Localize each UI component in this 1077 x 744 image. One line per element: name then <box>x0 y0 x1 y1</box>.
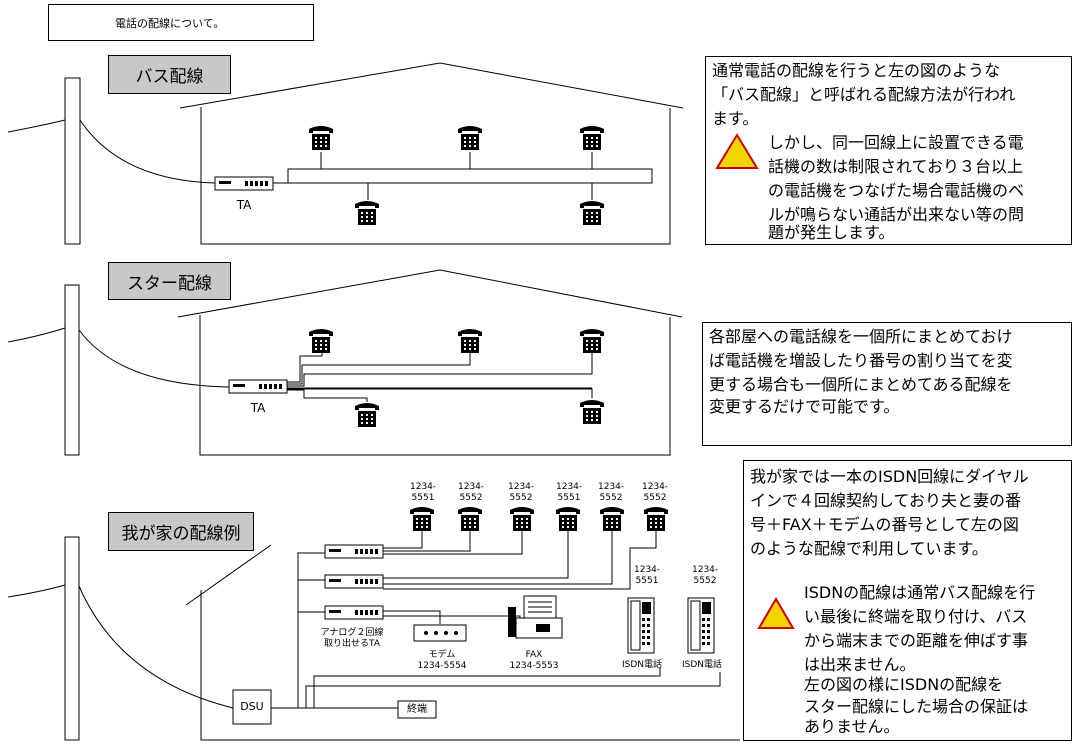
bus-phone-2 <box>458 126 482 150</box>
bus-phone-3 <box>580 126 604 150</box>
home-ta-2 <box>324 574 384 589</box>
bus-ta-box <box>214 176 274 191</box>
bus-warn-line-5: 題が発生します。 <box>768 223 895 242</box>
warning-icon <box>715 133 759 169</box>
star-phone-3 <box>580 329 604 353</box>
bus-pole <box>64 77 81 245</box>
bus-phone-5 <box>580 201 604 225</box>
home-warn-line-3: から端末までの距離を伸ばす事 <box>804 631 1029 650</box>
terminator-label: 終端 <box>407 704 427 715</box>
bus-warn-line-4: ルが鳴らない通話が出来ない等の問 <box>768 205 1025 224</box>
phone-num-1: 1234-5551 <box>410 482 437 503</box>
bus-phone-4 <box>355 201 379 225</box>
bus-phone-1 <box>309 126 333 150</box>
dsu-box <box>232 689 272 725</box>
dsu-label: DSU <box>240 700 264 713</box>
star-phone-2 <box>458 329 482 353</box>
bus-warn-line-1: しかし、同一回線上に設置できる電 <box>768 133 1024 152</box>
home-ta-3 <box>324 605 384 620</box>
home-phone-1 <box>410 507 434 531</box>
home-note-line-1: 我が家では一本のISDN回線にダイヤル <box>750 467 1029 486</box>
bus-label: バス配線 <box>108 55 231 94</box>
home-warn-line-7: ありません。 <box>804 717 900 736</box>
home-note-line-3: 号＋FAX＋モデムの番号として左の図 <box>750 515 1019 534</box>
phone-num-5: 1234-5552 <box>598 482 625 503</box>
terminator-box <box>397 700 437 719</box>
analog-ta-label: アナログ２回線取り出せるTA <box>320 628 384 649</box>
star-ta-label: TA <box>250 401 266 415</box>
star-phone-1 <box>309 329 333 353</box>
star-note-line-2: ば電話機を増設したり番号の割り当てを変 <box>709 351 1013 370</box>
bus-ta-label: TA <box>236 198 252 212</box>
star-phone-5 <box>580 400 604 424</box>
bus-note-box: 通常電話の配線を行うと左の図のような 「バス配線」と呼ばれる配線方法が行われ ま… <box>705 56 1072 245</box>
star-label: スター配線 <box>108 262 231 300</box>
bus-note-line-3: ます。 <box>712 109 759 128</box>
star-note-line-3: 更する場合も一個所にまとめてある配線を <box>709 375 1013 394</box>
phone-num-3: 1234-5552 <box>508 482 535 503</box>
star-note-line-4: 変更するだけで可能です。 <box>709 397 900 416</box>
page-title: 電話の配線について。 <box>115 17 225 30</box>
bus-warn-line-3: の電話機をつなげた場合電話機のベ <box>768 181 1025 200</box>
isdn-phone-2 <box>687 597 715 654</box>
isdn-phone-1 <box>627 597 655 654</box>
bus-line <box>287 168 653 184</box>
modem-icon <box>413 624 467 642</box>
home-pole <box>64 536 80 741</box>
isdn-label-2: ISDN電話 <box>681 660 723 670</box>
home-warn-line-5: 左の図の様にISDNの配線を <box>804 675 1004 694</box>
home-phone-3 <box>510 507 534 531</box>
home-note-line-2: インで４回線契約しており夫と妻の番 <box>750 491 1022 510</box>
isdn-num-1: 1234-5551 <box>634 565 661 586</box>
page-title-box: 電話の配線について。 <box>48 4 314 41</box>
star-note-box: 各部屋への電話線を一個所にまとめておけ ば電話機を増設したり番号の割り当てを変 … <box>702 322 1072 446</box>
warning-icon <box>757 597 795 629</box>
home-warn-line-1: ISDNの配線は通常バス配線を行 <box>804 583 1036 602</box>
phone-num-2: 1234-5552 <box>458 482 485 503</box>
phone-num-6: 1234-5552 <box>642 482 669 503</box>
bus-note-line-2: 「バス配線」と呼ばれる配線方法が行われ <box>712 85 1016 104</box>
star-note-line-1: 各部屋への電話線を一個所にまとめておけ <box>709 327 1013 346</box>
bus-note-line-1: 通常電話の配線を行うと左の図のような <box>712 61 1001 80</box>
home-ta-1 <box>324 544 384 559</box>
home-warn-line-6: スター配線にした場合の保証は <box>804 697 1029 716</box>
isdn-label-1: ISDN電話 <box>621 660 663 670</box>
home-phone-4 <box>556 507 580 531</box>
bus-warn-line-2: 話機の数は制限されており３台以上 <box>768 157 1024 176</box>
star-ta-box <box>228 379 288 394</box>
home-note-box: 我が家では一本のISDN回線にダイヤル インで４回線契約しており夫と妻の番 号＋… <box>743 460 1072 741</box>
home-warn-line-4: は出来ません。 <box>804 655 916 674</box>
home-phone-5 <box>600 507 624 531</box>
home-note-line-4: のような配線で利用しています。 <box>750 539 988 558</box>
isdn-num-2: 1234-5552 <box>692 565 719 586</box>
home-label: 我が家の配線例 <box>108 512 254 551</box>
fax-icon <box>508 595 563 639</box>
phone-num-4: 1234-5551 <box>556 482 583 503</box>
home-phone-6 <box>644 507 668 531</box>
home-warn-line-2: い最後に終端を取り付け、バス <box>804 607 1028 626</box>
star-phone-4 <box>355 403 379 427</box>
home-phone-2 <box>458 507 482 531</box>
star-pole <box>64 284 80 456</box>
